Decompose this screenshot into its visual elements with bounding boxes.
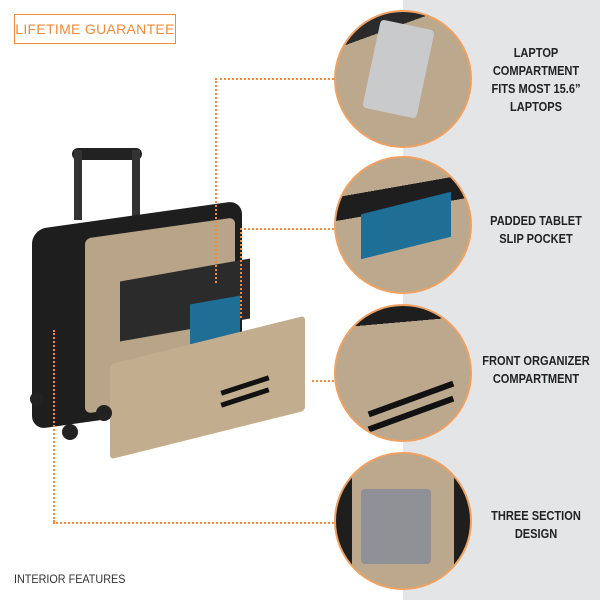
- feature-label-laptop: LAPTOP COMPARTMENT FITS MOST 15.6” LAPTO…: [491, 45, 581, 114]
- footer-caption: INTERIOR FEATURES: [14, 572, 126, 586]
- tablet-pocket-photo: [334, 156, 472, 294]
- leader-line: [215, 78, 334, 80]
- three-section-photo: [334, 452, 472, 590]
- leader-line: [53, 522, 334, 524]
- feature-label-organizer: FRONT ORGANIZER COMPARTMENT: [482, 353, 590, 386]
- lifetime-guarantee-badge: LIFETIME GUARANTEE: [14, 14, 176, 44]
- laptop-compartment-photo: [334, 10, 472, 148]
- leader-line: [215, 78, 217, 283]
- leader-line: [240, 228, 334, 230]
- leader-line: [240, 228, 242, 318]
- feature-label-sections: THREE SECTION DESIGN: [491, 508, 581, 541]
- feature-label-tablet: PADDED TABLET SLIP POCKET: [490, 213, 582, 246]
- leader-line: [312, 380, 334, 382]
- front-organizer-photo: [334, 304, 472, 442]
- leader-line: [53, 330, 55, 522]
